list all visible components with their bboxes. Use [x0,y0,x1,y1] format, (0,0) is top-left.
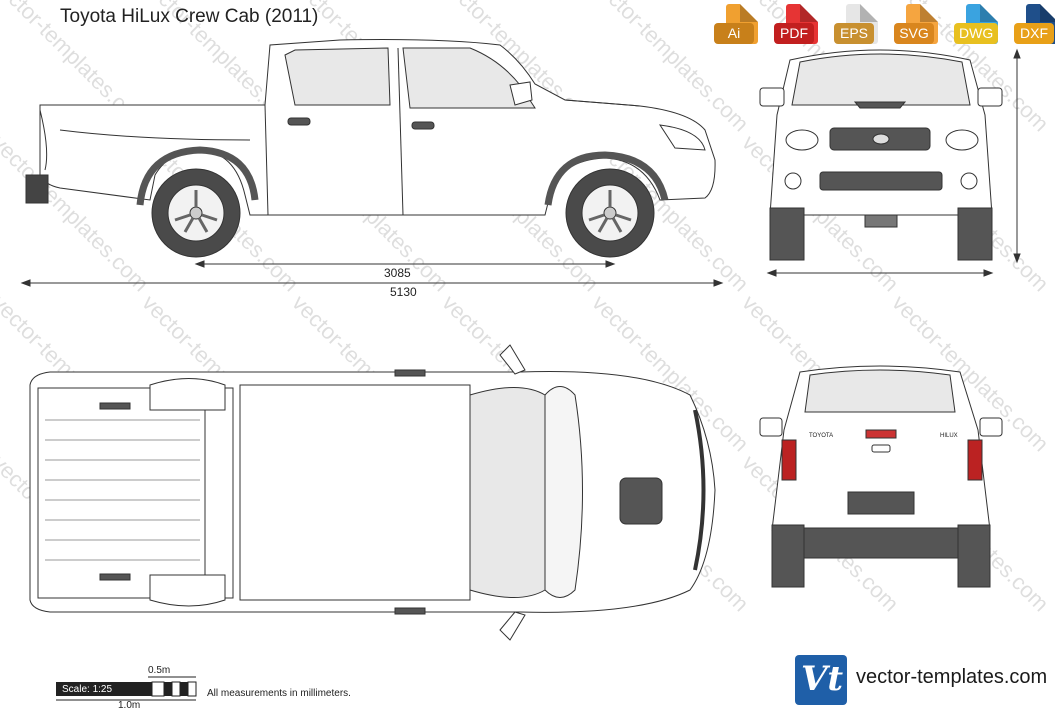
format-pdf-icon[interactable]: PDF [772,3,825,53]
front-wheel [565,168,655,258]
vt-logo[interactable]: Vt [795,655,847,705]
rear-badge-toyota: TOYOTA [809,433,834,439]
format-icons: Ai PDF EPS SVG DWG DXF [712,3,1055,53]
format-svg-icon[interactable]: SVG [892,3,945,53]
brand-site[interactable]: vector-templates.com [856,666,1048,688]
wheelbase-dimension: 3085 [384,266,411,280]
scale-half-meter: 0.5m [148,665,171,676]
format-dxf-icon[interactable]: DXF [1012,3,1055,53]
format-ai-icon[interactable]: Ai [712,3,765,53]
length-dimension: 5130 [390,285,417,299]
format-eps-icon[interactable]: EPS [832,3,885,53]
measurements-caption: All measurements in millimeters. [207,688,351,699]
scale-label: Scale: 1:25 [62,684,113,695]
rear-badge-hilux: HILUX [940,433,958,439]
format-dwg-icon[interactable]: DWG [952,3,1005,53]
rear-wheel [151,168,241,258]
page-title: Toyota HiLux Crew Cab (2011) [60,6,319,27]
scale-one-meter: 1.0m [118,700,141,711]
